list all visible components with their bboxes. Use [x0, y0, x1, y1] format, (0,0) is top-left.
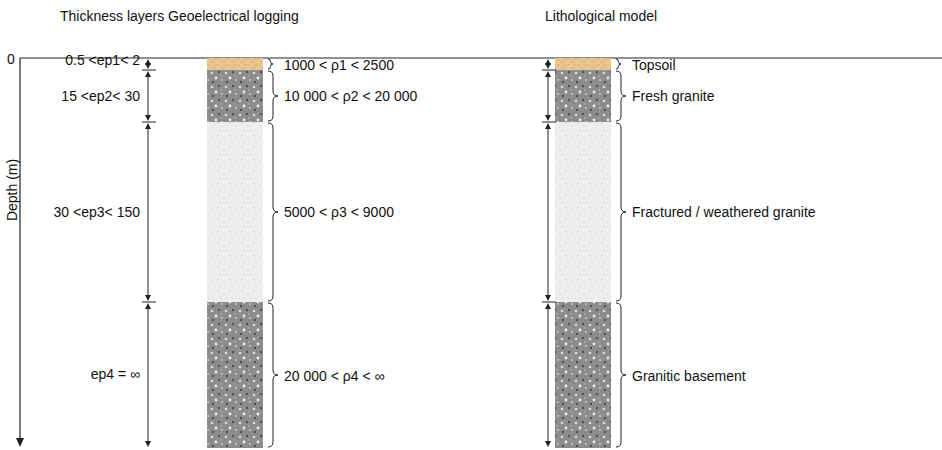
thickness-range: 30 <ep3< 150	[54, 204, 140, 220]
column-heading: Thickness layers	[60, 8, 164, 24]
depth-zero: 0	[7, 51, 15, 67]
thickness-range: ep4 = ∞	[91, 366, 140, 382]
axis-title: Depth (m)	[4, 159, 20, 221]
thickness-range: 0.5 <ep1< 2	[65, 52, 140, 68]
lithology-name: Granitic basement	[632, 368, 746, 384]
column-heading: Geoelectrical logging	[168, 8, 299, 24]
resistivity-range: 10 000 < ρ2 < 20 000	[284, 88, 417, 104]
resistivity-range: 1000 < ρ1 < 2500	[284, 57, 394, 73]
resistivity-range: 20 000 < ρ4 < ∞	[284, 368, 384, 384]
lithology-name: Fresh granite	[632, 88, 714, 104]
thickness-range: 15 <ep2< 30	[61, 88, 140, 104]
column-heading: Lithological model	[545, 8, 657, 24]
lithology-name: Topsoil	[632, 57, 676, 73]
resistivity-range: 5000 < ρ3 < 9000	[284, 204, 394, 220]
lithology-name: Fractured / weathered granite	[632, 204, 816, 220]
